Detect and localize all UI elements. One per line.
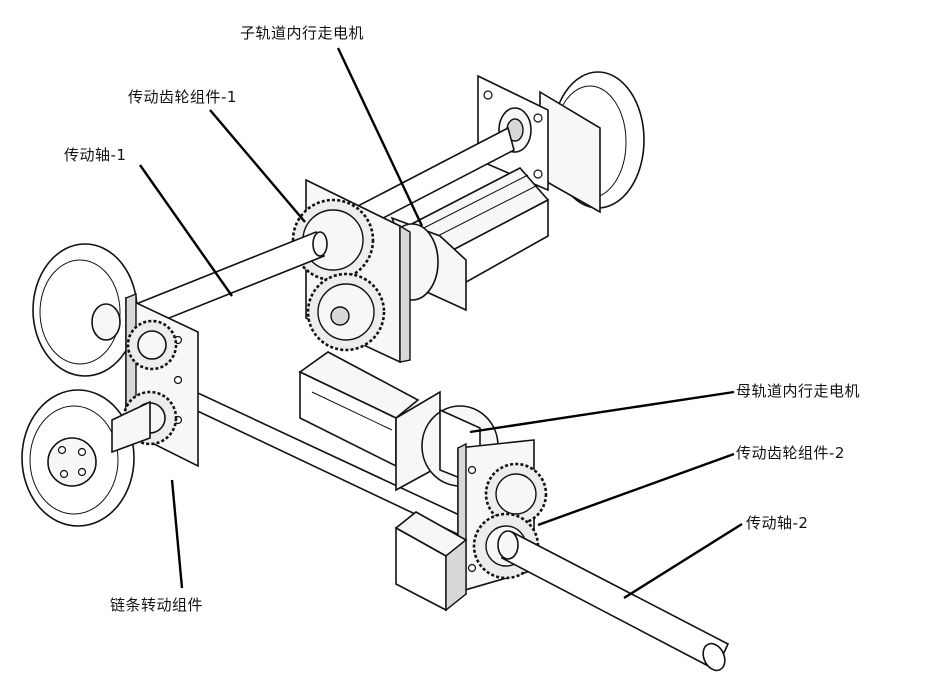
upper-gear-pair	[291, 198, 386, 352]
leader-sub-motor	[336, 47, 424, 227]
leader-shaft-2	[623, 522, 743, 600]
label-gear-assembly-2: 传动齿轮组件-2	[736, 444, 845, 462]
label-gear-assembly-1: 传动齿轮组件-1	[128, 88, 237, 106]
leader-shaft-1	[139, 164, 233, 297]
leader-main-motor	[469, 390, 735, 434]
lower-left-wheel	[21, 389, 151, 527]
label-main-rail-motor: 母轨道内行走电机	[736, 382, 861, 400]
drive-shaft-2	[497, 530, 730, 672]
label-chain-assembly: 链条转动组件	[110, 596, 204, 614]
leader-gear-1	[209, 109, 306, 223]
upper-left-wheel	[32, 243, 138, 377]
label-drive-shaft-2: 传动轴-2	[746, 514, 809, 532]
leader-chain	[170, 479, 184, 589]
main-rail-motor	[298, 351, 499, 492]
label-sub-rail-motor: 子轨道内行走电机	[240, 24, 365, 42]
upper-right-bracket	[477, 74, 601, 214]
lower-cover-box	[394, 511, 468, 612]
leader-gear-2	[537, 452, 735, 527]
label-drive-shaft-1: 传动轴-1	[64, 146, 127, 164]
